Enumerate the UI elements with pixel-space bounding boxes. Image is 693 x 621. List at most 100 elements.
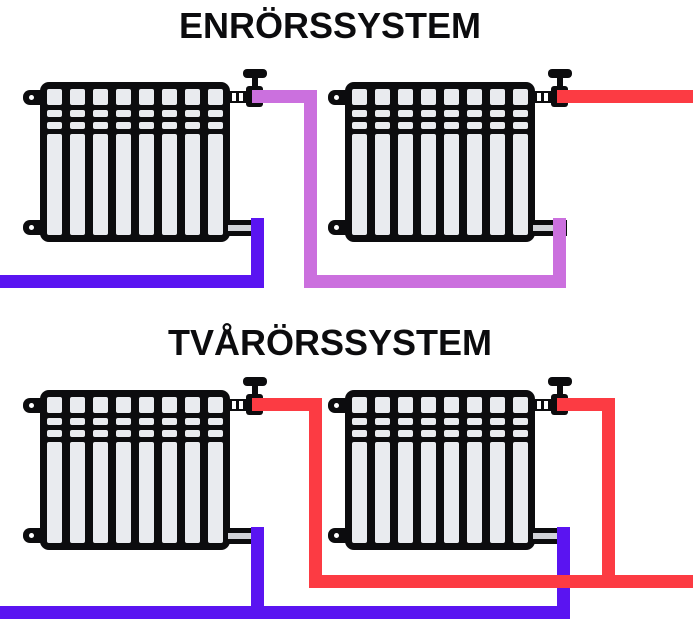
radiator-bottom-left	[23, 377, 267, 550]
valve-handle-icon	[243, 377, 267, 386]
radiator-fin	[162, 397, 177, 413]
mixed-pipe-valve-segment	[252, 90, 317, 103]
radiator-fin	[93, 110, 108, 117]
radiator-fin	[352, 397, 367, 413]
radiator-fin	[421, 430, 436, 437]
pipe-connector-icon	[328, 220, 352, 235]
mixed-pipe-bottom-segment	[304, 275, 566, 288]
supply-pipe-main-segment	[309, 575, 693, 588]
radiator-fin	[208, 397, 223, 413]
radiator-fin	[116, 418, 131, 425]
radiator-fin	[70, 418, 85, 425]
radiator-fin	[421, 89, 436, 105]
radiator-fin	[93, 134, 108, 235]
radiator-fin	[444, 110, 459, 117]
radiator-fin	[116, 89, 131, 105]
radiator-fin	[208, 418, 223, 425]
radiator-fin	[93, 397, 108, 413]
valve-fitting-icon	[229, 399, 246, 411]
radiator-fin	[490, 89, 505, 105]
radiator-fin	[398, 89, 413, 105]
radiator-fin	[513, 134, 528, 235]
radiator-fin	[162, 134, 177, 235]
radiator-bottom-right	[328, 377, 572, 550]
supply-pipe-right-valve-segment	[557, 398, 615, 411]
supply-pipe-in-segment	[557, 90, 693, 103]
radiator-fin	[352, 110, 367, 117]
radiator-fin	[185, 397, 200, 413]
radiator-fin	[513, 442, 528, 543]
radiator-fin	[467, 397, 482, 413]
radiator-fin	[47, 418, 62, 425]
radiator-grid	[352, 89, 528, 235]
radiator-grid	[47, 397, 223, 543]
radiator-fin	[162, 442, 177, 543]
radiator-fin	[444, 430, 459, 437]
valve-stem-icon	[252, 74, 258, 88]
radiator-fin	[375, 430, 390, 437]
radiator-fin	[93, 122, 108, 129]
outlet-pipe-stripe	[533, 533, 563, 539]
radiator-fin	[513, 430, 528, 437]
radiator-fin	[421, 442, 436, 543]
radiator-fin	[398, 397, 413, 413]
radiator-top-left	[23, 69, 267, 242]
radiator-fin	[444, 418, 459, 425]
return-pipe-out-segment	[0, 275, 264, 288]
return-pipe-main-segment	[0, 606, 570, 619]
outlet-pipe-stripe	[228, 225, 258, 231]
radiator-fin	[490, 122, 505, 129]
supply-pipe-left-valve-segment	[252, 398, 322, 411]
radiator-fin	[467, 430, 482, 437]
radiator-fin	[513, 418, 528, 425]
radiator-fin	[93, 418, 108, 425]
radiator-fin	[352, 442, 367, 543]
radiator-fin	[185, 430, 200, 437]
radiator-fin	[47, 134, 62, 235]
radiator-fin	[490, 442, 505, 543]
radiator-fin	[513, 110, 528, 117]
pipe-connector-icon	[328, 528, 352, 543]
radiator-fin	[444, 397, 459, 413]
pipe-connector-icon	[328, 90, 352, 105]
radiator-fin	[116, 442, 131, 543]
radiator-fin	[185, 89, 200, 105]
pipe-connector-icon	[23, 90, 47, 105]
radiator-fin	[398, 134, 413, 235]
radiator-fin	[47, 89, 62, 105]
radiator-fin	[490, 418, 505, 425]
pipe-connector-icon	[23, 398, 47, 413]
radiator-fin	[139, 418, 154, 425]
radiator-fin	[208, 122, 223, 129]
radiator-fin	[352, 418, 367, 425]
radiator-fin	[93, 89, 108, 105]
return-pipe-down-left-segment	[251, 527, 264, 619]
radiator-fin	[116, 397, 131, 413]
valve-handle-icon	[548, 377, 572, 386]
radiator-fin	[352, 122, 367, 129]
radiator-fin	[185, 418, 200, 425]
radiator-fin	[208, 430, 223, 437]
radiator-fin	[352, 134, 367, 235]
valve-fitting-icon	[229, 91, 246, 103]
radiator-fin	[513, 397, 528, 413]
radiator-fin	[375, 418, 390, 425]
supply-pipe-left-riser-segment	[309, 398, 322, 588]
radiator-fin	[162, 110, 177, 117]
radiator-fin	[513, 122, 528, 129]
radiator-fin	[375, 89, 390, 105]
radiator-fin	[162, 430, 177, 437]
radiator-fin	[398, 110, 413, 117]
radiator-grid	[47, 89, 223, 235]
radiator-fin	[208, 110, 223, 117]
radiator-fin	[490, 430, 505, 437]
radiator-fin	[139, 89, 154, 105]
radiator-fin	[444, 134, 459, 235]
radiator-top-right	[328, 69, 572, 242]
pipe-connector-icon	[23, 220, 47, 235]
radiator-fin	[467, 122, 482, 129]
radiator-fin	[375, 134, 390, 235]
valve-stem-icon	[557, 382, 563, 396]
